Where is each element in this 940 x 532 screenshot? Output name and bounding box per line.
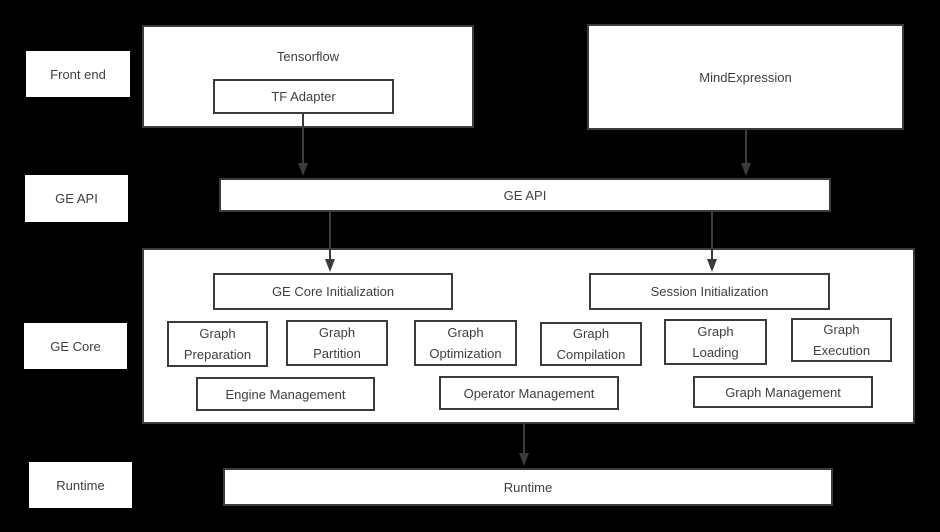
engine-management-box: Engine Management (196, 377, 375, 411)
tensorflow-label: Tensorflow (276, 49, 340, 64)
row-label-runtime: Runtime (29, 462, 132, 508)
arrow-mindexpression-to-geapi-line (745, 130, 747, 163)
graph-partition-box: Graph Partition (286, 320, 388, 366)
graph-optimization-line2: Optimization (429, 346, 502, 361)
ge-core-initialization-box: GE Core Initialization (213, 273, 453, 310)
arrow-mindexpression-to-geapi-head (741, 163, 751, 176)
graph-management-box: Graph Management (693, 376, 873, 408)
arrow-tfadapter-to-geapi-line (302, 114, 304, 163)
ge-api-bar: GE API (219, 178, 831, 212)
arrow-geapi-to-coreinit-head (325, 259, 335, 272)
runtime-bar: Runtime (223, 468, 833, 506)
row-label-front-end: Front end (26, 51, 130, 97)
ge-core-box: GE Core Initialization Session Initializ… (142, 248, 915, 424)
arrow-tfadapter-to-geapi-head (298, 163, 308, 176)
tf-adapter-box: TF Adapter (213, 79, 394, 114)
tensorflow-box: Tensorflow TF Adapter (142, 25, 474, 128)
graph-preparation-box: Graph Preparation (167, 321, 268, 367)
mindexpression-box: MindExpression (587, 24, 904, 130)
graph-optimization-box: Graph Optimization (414, 320, 517, 366)
arrow-gecore-to-runtime-line (523, 424, 525, 453)
graph-compilation-line1: Graph (572, 326, 610, 341)
arrow-geapi-to-sessioninit-line (711, 212, 713, 259)
row-label-ge-core: GE Core (24, 323, 127, 369)
session-initialization-box: Session Initialization (589, 273, 830, 310)
arrow-geapi-to-sessioninit-head (707, 259, 717, 272)
graph-optimization-line1: Graph (447, 325, 484, 340)
graph-execution-line1: Graph (823, 322, 860, 337)
graph-loading-line2: Loading (692, 345, 739, 360)
graph-preparation-line2: Preparation (183, 347, 252, 362)
graph-compilation-box: Graph Compilation (540, 322, 642, 366)
graph-compilation-line2: Compilation (556, 347, 626, 362)
row-label-ge-api: GE API (25, 175, 128, 222)
graph-execution-box: Graph Execution (791, 318, 892, 362)
graph-partition-line2: Partition (313, 346, 361, 361)
arrow-geapi-to-coreinit-line (329, 212, 331, 259)
graph-loading-line1: Graph (697, 324, 734, 339)
graph-partition-line1: Graph (318, 325, 356, 340)
graph-execution-line2: Execution (812, 343, 871, 358)
operator-management-box: Operator Management (439, 376, 619, 410)
arrow-gecore-to-runtime-head (519, 453, 529, 466)
graph-preparation-line1: Graph (199, 326, 236, 341)
graph-loading-box: Graph Loading (664, 319, 767, 365)
